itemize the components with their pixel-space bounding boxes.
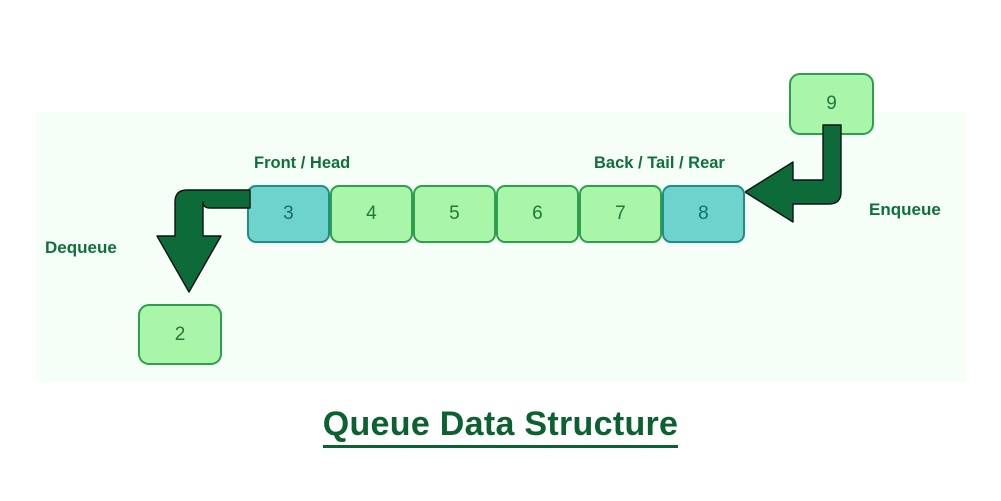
dequeue-label: Dequeue [45, 238, 117, 257]
queue-container: 3 4 5 6 7 8 [247, 185, 745, 243]
queue-cell: 4 [330, 185, 413, 243]
queue-cell: 6 [496, 185, 579, 243]
enqueue-value-box: 9 [789, 73, 874, 135]
back-tail-rear-label: Back / Tail / Rear [594, 154, 725, 172]
diagram-title: Queue Data Structure [0, 405, 1001, 448]
queue-cell: 8 [662, 185, 745, 243]
queue-cell: 5 [413, 185, 496, 243]
queue-cell: 3 [247, 185, 330, 243]
queue-cell: 7 [579, 185, 662, 243]
diagram-title-text: Queue Data Structure [322, 405, 679, 448]
front-head-label: Front / Head [254, 154, 351, 172]
enqueue-label: Enqueue [869, 200, 941, 219]
dequeue-value-box: 2 [138, 304, 222, 365]
